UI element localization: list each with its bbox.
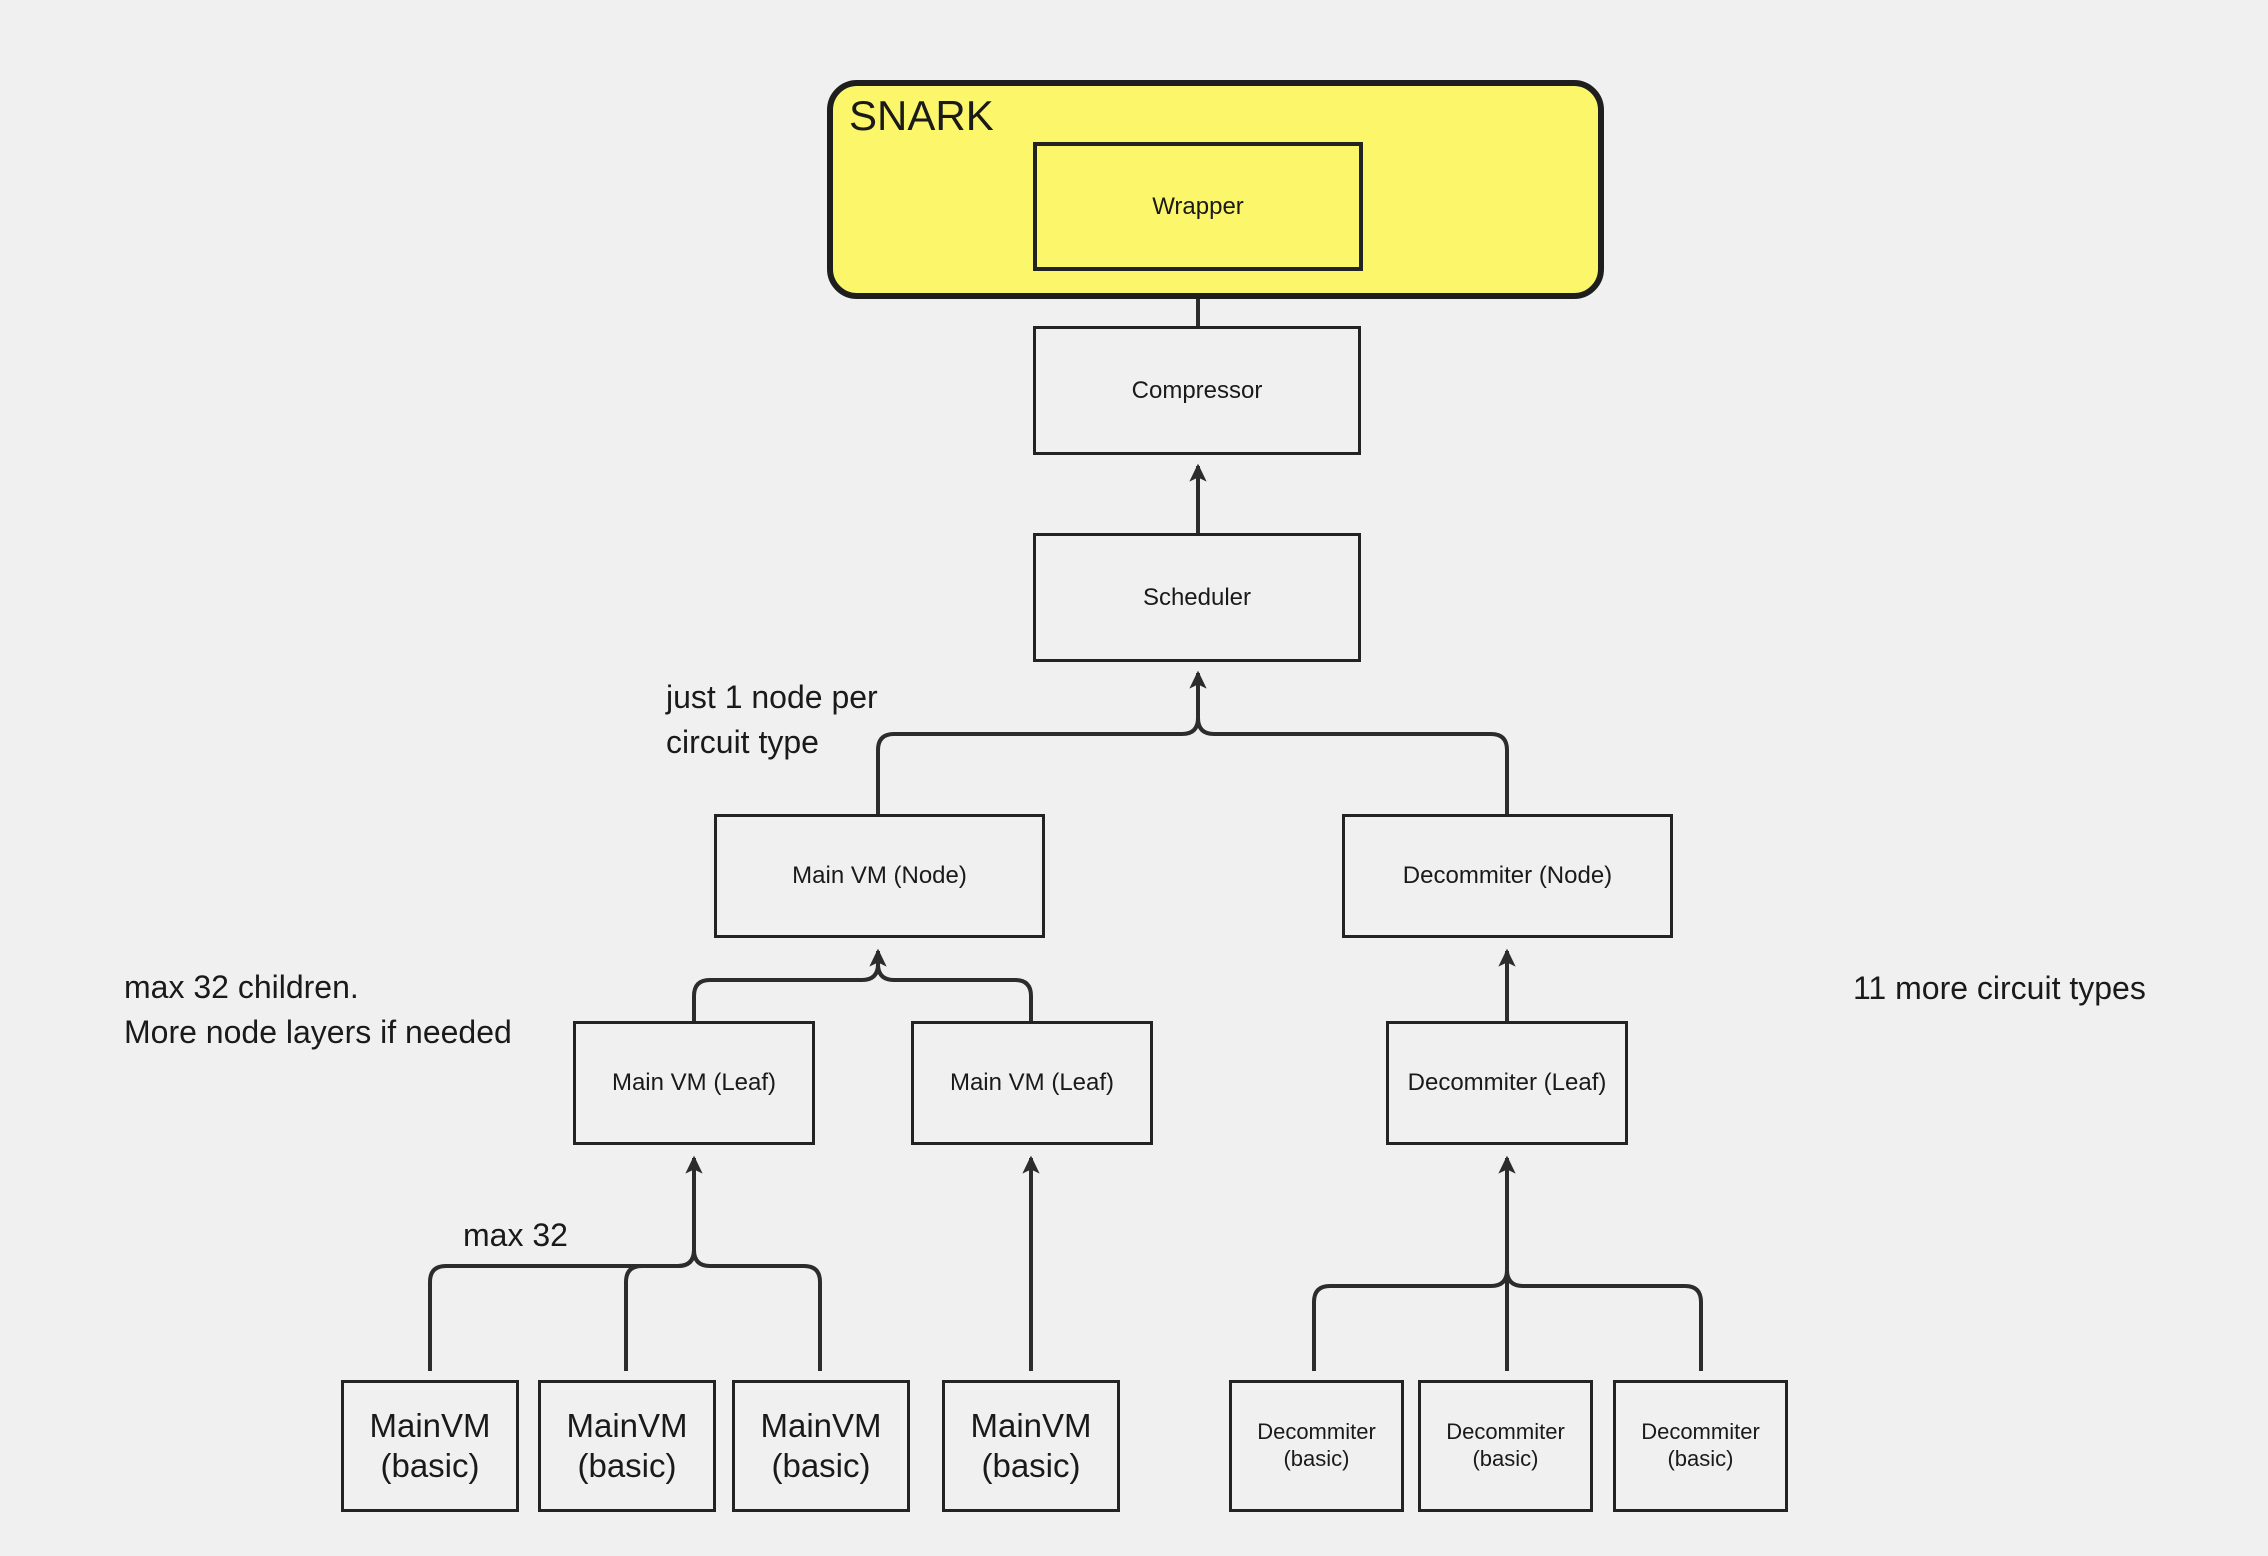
node-scheduler[interactable]: Scheduler xyxy=(1033,533,1361,662)
annotation-more-circuit-types: 11 more circuit types xyxy=(1853,970,2146,1006)
node-main-vm-leaf-2[interactable]: Main VM (Leaf) xyxy=(911,1021,1153,1145)
edge-decommiter-node-scheduler xyxy=(1196,673,1509,815)
node-decommiter-basic-2[interactable]: Decommiter (basic) xyxy=(1418,1380,1593,1512)
edge-mainvm-node-scheduler xyxy=(876,670,1207,815)
node-compressor[interactable]: Compressor xyxy=(1033,326,1361,455)
edge-mainvm-basic3-leaf1 xyxy=(692,1158,822,1371)
annotation-just-one-node: just 1 node per circuit type xyxy=(666,679,878,761)
node-main-vm-basic-4[interactable]: MainVM (basic) xyxy=(942,1380,1120,1512)
edge-mainvm-leaf2-node xyxy=(876,951,1033,1022)
node-wrapper[interactable]: Wrapper xyxy=(1033,142,1363,271)
node-main-vm-basic-2[interactable]: MainVM (basic) xyxy=(538,1380,716,1512)
annotation-max-32: max 32 xyxy=(463,1217,568,1253)
node-main-vm-node[interactable]: Main VM (Node) xyxy=(714,814,1045,938)
node-main-vm-basic-1[interactable]: MainVM (basic) xyxy=(341,1380,519,1512)
node-main-vm-leaf-1[interactable]: Main VM (Leaf) xyxy=(573,1021,815,1145)
node-decommiter-basic-1[interactable]: Decommiter (basic) xyxy=(1229,1380,1404,1512)
edge-mainvm-basic2-leaf1 xyxy=(624,1158,696,1371)
edge-decommiter-basic3-leaf xyxy=(1505,1158,1703,1371)
node-decommiter-basic-3[interactable]: Decommiter (basic) xyxy=(1613,1380,1788,1512)
snark-title: SNARK xyxy=(849,92,994,139)
annotation-max-32-children: max 32 children. More node layers if nee… xyxy=(124,969,512,1051)
edge-mainvm-basic1-leaf1 xyxy=(428,1155,703,1371)
edge-decommiter-basic1-leaf xyxy=(1312,1155,1516,1371)
edge-mainvm-leaf1-node xyxy=(692,948,887,1022)
node-decommiter-leaf[interactable]: Decommiter (Leaf) xyxy=(1386,1021,1628,1145)
node-decommiter-node[interactable]: Decommiter (Node) xyxy=(1342,814,1673,938)
node-main-vm-basic-3[interactable]: MainVM (basic) xyxy=(732,1380,910,1512)
